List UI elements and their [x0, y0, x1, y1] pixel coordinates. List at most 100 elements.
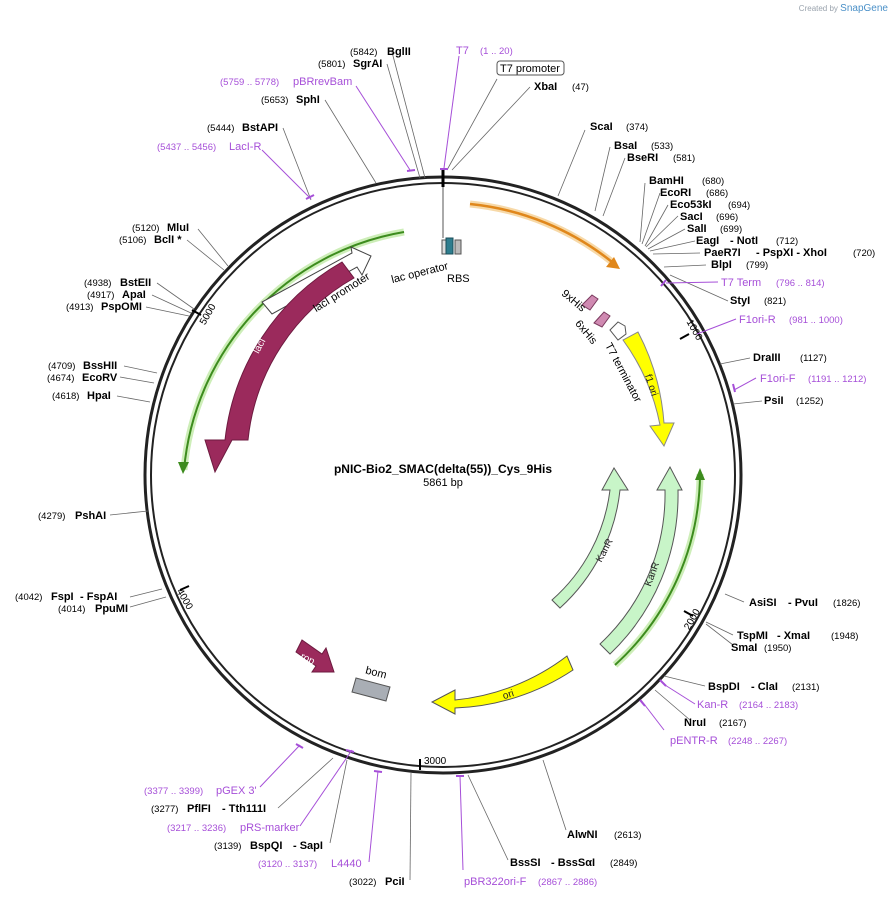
site-name-bsshii[interactable]: BssHII: [83, 360, 117, 372]
lacI-arrow[interactable]: [204, 261, 355, 474]
site-name-eagi[interactable]: EagI: [696, 235, 719, 247]
site-name-ecori[interactable]: EcoRI: [660, 187, 691, 199]
site-pos-mlui: (5120): [132, 223, 159, 234]
site-pos-tspmi: (1948): [831, 631, 858, 642]
site-name-ecorv[interactable]: EcoRV: [82, 372, 118, 384]
primer-name-prs-marker[interactable]: pRS-marker: [240, 822, 300, 834]
t7-promoter-label-box[interactable]: [496, 60, 565, 76]
site-name-bsteii[interactable]: BstEII: [120, 277, 151, 289]
site-name-sphi[interactable]: SphI: [296, 94, 320, 106]
primer-pos-t7: (1 .. 20): [480, 46, 513, 57]
site-name-bcli[interactable]: BclI *: [154, 234, 182, 246]
primer-pos-pgex3: (3377 .. 3399): [144, 786, 203, 797]
site-pos-bspdi: (2131): [792, 682, 819, 693]
primer-name-t7-term[interactable]: T7 Term: [721, 277, 761, 289]
site-extra-noti[interactable]: - NotI: [730, 235, 758, 247]
site-pos-apai: (4917): [87, 290, 114, 301]
site-name-scai[interactable]: ScaI: [590, 121, 613, 133]
primer-name-pgex3[interactable]: pGEX 3': [216, 785, 257, 797]
site-name-smai[interactable]: SmaI: [731, 642, 757, 654]
site-pos-nrui: (2167): [719, 718, 746, 729]
site-extra-bsssai[interactable]: - BssSαI: [551, 857, 595, 869]
site-name-eco53ki[interactable]: Eco53kI: [670, 199, 712, 211]
site-pos-psii: (1252): [796, 396, 823, 407]
primer-name-f1ori-r[interactable]: F1ori-R: [739, 314, 776, 326]
site-name-bsssi[interactable]: BssSI: [510, 857, 541, 869]
site-extra-sapi[interactable]: - SapI: [293, 840, 323, 852]
site-pos-smai: (1950): [764, 643, 791, 654]
site-extra-pvui[interactable]: - PvuI: [788, 597, 818, 609]
rop-arrow[interactable]: [295, 639, 335, 673]
site-extra-tth111i[interactable]: - Tth111I: [222, 803, 266, 815]
primer-name-kan-r[interactable]: Kan-R: [697, 699, 728, 711]
6xhis-arrow[interactable]: [593, 311, 611, 328]
site-pos-bsteii: (4938): [84, 278, 111, 289]
site-name-draiii[interactable]: DraIII: [753, 352, 781, 364]
site-name-xbai[interactable]: XbaI: [534, 81, 557, 93]
primer-pos-pbrrevbam: (5759 .. 5778): [220, 77, 279, 88]
site-name-psii[interactable]: PsiI: [764, 395, 784, 407]
primer-pos-f1ori-f: (1191 .. 1212): [808, 374, 866, 385]
site-pos-bglii: (5842): [350, 47, 377, 58]
kanR-arrow-2[interactable]: [551, 467, 629, 609]
site-name-apai[interactable]: ApaI: [122, 289, 146, 301]
bom-label: bom: [364, 665, 388, 682]
site-name-bglii[interactable]: BglII: [387, 46, 411, 58]
site-name-bamhi[interactable]: BamHI: [649, 175, 684, 187]
site-pos-hpai: (4618): [52, 391, 79, 402]
site-name-styi[interactable]: StyI: [730, 295, 750, 307]
site-name-pshai[interactable]: PshAI: [75, 510, 106, 522]
site-extra-pspxi-xhoi[interactable]: - PspXI - XhoI: [756, 247, 827, 259]
primer-name-pentr-r[interactable]: pENTR-R: [670, 735, 718, 747]
primer-pos-t7-term: (796 .. 814): [776, 278, 825, 289]
site-pos-bsssi: (2849): [610, 858, 637, 869]
site-pos-scai: (374): [626, 122, 648, 133]
primer-name-pbr322ori-f[interactable]: pBR322ori-F: [464, 876, 527, 888]
kanR-arrow-1[interactable]: [599, 465, 683, 655]
site-extra-xmai[interactable]: - XmaI: [777, 630, 810, 642]
ori-arrow[interactable]: [430, 655, 574, 715]
site-name-hpai[interactable]: HpaI: [87, 390, 111, 402]
site-name-pflfi[interactable]: PflFI: [187, 803, 211, 815]
site-name-sgrai[interactable]: SgrAI: [353, 58, 382, 70]
site-name-bspdi[interactable]: BspDI: [708, 681, 740, 693]
site-name-blpi[interactable]: BlpI: [711, 259, 732, 271]
site-name-mlui[interactable]: MluI: [167, 222, 189, 234]
site-name-nrui[interactable]: NruI: [684, 717, 706, 729]
f1-ori-arrow[interactable]: [622, 331, 675, 448]
rbs-box-teal[interactable]: [445, 237, 454, 255]
primer-name-l4440[interactable]: L4440: [331, 858, 362, 870]
site-name-ppumi[interactable]: PpuMI: [95, 603, 128, 615]
site-extra-fspai[interactable]: - FspAI: [80, 591, 117, 603]
site-pos-sgrai: (5801): [318, 59, 345, 70]
plasmid-length: 5861 bp: [423, 477, 463, 489]
t7-terminator-arrow[interactable]: [609, 321, 627, 341]
primer-name-laci-r[interactable]: LacI-R: [229, 141, 261, 153]
leader-lines: [109, 51, 763, 881]
site-name-paer7i[interactable]: PaeR7I: [704, 247, 741, 259]
site-name-sali[interactable]: SalI: [687, 223, 707, 235]
logo-brand: SnapGene: [840, 3, 888, 14]
orf-arc-top-right: [469, 200, 615, 265]
site-name-bseri[interactable]: BseRI: [627, 152, 658, 164]
site-pos-bcli: (5106): [119, 235, 146, 246]
site-name-pcii[interactable]: PciI: [385, 876, 405, 888]
site-name-bstapi[interactable]: BstAPI: [242, 122, 278, 134]
site-name-alwni[interactable]: AlwNI: [567, 829, 598, 841]
primer-name-t7[interactable]: T7: [456, 45, 469, 57]
site-pos-bstapi: (5444): [207, 123, 234, 134]
site-name-bspqi[interactable]: BspQI: [250, 840, 282, 852]
site-name-tspmi[interactable]: TspMI: [737, 630, 768, 642]
site-name-fspi[interactable]: FspI: [51, 591, 74, 603]
9xhis-arrow[interactable]: [581, 294, 599, 311]
primer-name-pbrrevbam[interactable]: pBRrevBam: [293, 76, 352, 88]
site-name-pspomi[interactable]: PspOMI: [101, 301, 142, 313]
rbs-box-gray[interactable]: [454, 239, 462, 255]
primer-name-f1ori-f[interactable]: F1ori-F: [760, 373, 796, 385]
site-extra-clai[interactable]: - ClaI: [751, 681, 778, 693]
site-name-bsai[interactable]: BsaI: [614, 140, 637, 152]
site-name-saci[interactable]: SacI: [680, 211, 703, 223]
site-name-asisi[interactable]: AsiSI: [749, 597, 777, 609]
bom-box[interactable]: [351, 677, 391, 702]
